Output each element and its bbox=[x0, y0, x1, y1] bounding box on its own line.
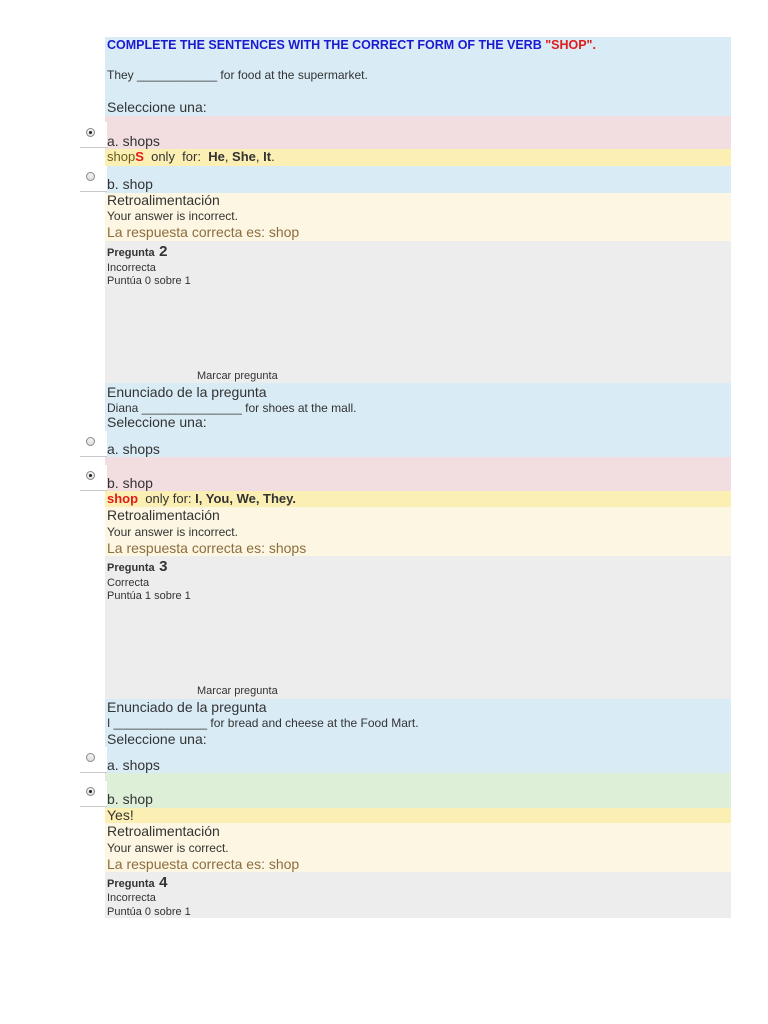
radio-checked-icon[interactable] bbox=[86, 128, 95, 137]
q4-status: Incorrecta bbox=[107, 892, 156, 904]
q3-formulation bbox=[105, 699, 731, 773]
q3-option-b-label[interactable]: b. shop bbox=[107, 791, 153, 807]
q4-number: Pregunta 4 bbox=[107, 874, 167, 892]
q1-fb-pronoun-1: He bbox=[208, 149, 225, 164]
q4-number-label: Pregunta bbox=[107, 878, 155, 890]
q1-correct-answer: La respuesta correcta es: shop bbox=[107, 224, 300, 240]
q1-option-b-row[interactable] bbox=[105, 166, 731, 193]
q2-number-label: Pregunta bbox=[107, 247, 155, 259]
q1-option-b-radio-box[interactable] bbox=[80, 166, 107, 192]
radio-checked-icon[interactable] bbox=[86, 471, 95, 480]
q2-option-b-radio-box[interactable] bbox=[80, 465, 107, 491]
q1-fb-sep-2: , bbox=[255, 149, 264, 164]
q3-statement-heading: Enunciado de la pregunta bbox=[107, 699, 267, 715]
q1-feedback-result: Your answer is incorrect. bbox=[107, 209, 238, 223]
q2-option-a-label[interactable]: a. shops bbox=[107, 441, 160, 457]
radio-unchecked-icon[interactable] bbox=[86, 437, 95, 446]
q2-fb-rest: , You, We, They. bbox=[198, 491, 297, 506]
q1-fb-suffix: S bbox=[135, 149, 144, 164]
q3-status: Correcta bbox=[107, 577, 150, 589]
q1-select-prompt: Seleccione una: bbox=[107, 99, 207, 115]
q2-option-b-row[interactable] bbox=[105, 457, 731, 491]
q1-title-text: COMPLETE THE SENTENCES WITH THE CORRECT … bbox=[107, 38, 546, 52]
q1-option-a-label[interactable]: a. shops bbox=[107, 133, 160, 149]
q2-fb-middle: only for: bbox=[138, 491, 196, 506]
q1-option-feedback-text: shopS only for: He, She, It. bbox=[107, 149, 275, 164]
q2-option-a-radio-box[interactable] bbox=[80, 431, 107, 457]
q2-sentence: Diana _______________ for shoes at the m… bbox=[107, 401, 357, 415]
q2-select-prompt: Seleccione una: bbox=[107, 414, 207, 430]
q2-status: Incorrecta bbox=[107, 262, 156, 274]
q3-flag-link[interactable]: Marcar pregunta bbox=[197, 685, 278, 697]
q2-fb-word: shop bbox=[107, 491, 139, 506]
q3-option-a-radio-box[interactable] bbox=[80, 747, 107, 773]
q2-flag-link[interactable]: Marcar pregunta bbox=[197, 370, 278, 382]
q2-option-b-label[interactable]: b. shop bbox=[107, 475, 153, 491]
q3-feedback-result: Your answer is correct. bbox=[107, 841, 229, 855]
q2-formulation bbox=[105, 383, 731, 457]
q3-option-feedback-text: Yes! bbox=[107, 807, 134, 823]
q3-score: Puntúa 1 sobre 1 bbox=[107, 590, 191, 602]
radio-checked-icon[interactable] bbox=[86, 787, 95, 796]
q1-title: COMPLETE THE SENTENCES WITH THE CORRECT … bbox=[107, 38, 596, 52]
q4-info bbox=[105, 872, 731, 918]
q4-number-value: 4 bbox=[159, 874, 168, 891]
q1-option-b-label[interactable]: b. shop bbox=[107, 176, 153, 192]
q3-option-feedback bbox=[105, 808, 731, 823]
q1-fb-pronoun-2: She bbox=[232, 149, 256, 164]
q2-score: Puntúa 0 sobre 1 bbox=[107, 275, 191, 287]
q2-info bbox=[105, 241, 731, 383]
q1-fb-sep-1: , bbox=[224, 149, 233, 164]
q2-correct-answer: La respuesta correcta es: shops bbox=[107, 540, 307, 556]
q1-fb-middle: only for: bbox=[143, 149, 209, 164]
q2-number: Pregunta 2 bbox=[107, 243, 167, 261]
q1-title-verb: "SHOP". bbox=[545, 38, 596, 52]
q3-info bbox=[105, 556, 731, 699]
q2-general-feedback bbox=[105, 507, 731, 556]
q3-number: Pregunta 3 bbox=[107, 558, 167, 576]
q3-feedback-heading: Retroalimentación bbox=[107, 823, 220, 839]
q1-fb-pronoun-3: It bbox=[263, 149, 272, 164]
q3-number-value: 3 bbox=[159, 558, 168, 575]
q3-general-feedback bbox=[105, 823, 731, 872]
q2-feedback-heading: Retroalimentación bbox=[107, 507, 220, 523]
radio-unchecked-icon[interactable] bbox=[86, 753, 95, 762]
q1-general-feedback bbox=[105, 193, 731, 241]
q3-option-b-row[interactable] bbox=[105, 773, 731, 808]
q3-sentence: I ______________ for bread and cheese at… bbox=[107, 716, 419, 730]
q1-option-a-radio-box[interactable] bbox=[80, 122, 107, 148]
q1-fb-base: shop bbox=[107, 149, 136, 164]
q3-option-b-radio-box[interactable] bbox=[80, 781, 107, 807]
q2-statement-heading: Enunciado de la pregunta bbox=[107, 384, 267, 400]
q1-option-feedback bbox=[105, 149, 731, 166]
q2-feedback-result: Your answer is incorrect. bbox=[107, 525, 238, 539]
q1-formulation bbox=[105, 37, 731, 116]
q3-select-prompt: Seleccione una: bbox=[107, 731, 207, 747]
q3-correct-answer: La respuesta correcta es: shop bbox=[107, 856, 300, 872]
q3-option-a-label[interactable]: a. shops bbox=[107, 757, 160, 773]
q1-sentence: They ____________ for food at the superm… bbox=[107, 68, 368, 82]
q2-fb-pronoun: I bbox=[195, 491, 199, 506]
q2-option-feedback bbox=[105, 491, 731, 507]
q1-feedback-heading: Retroalimentación bbox=[107, 192, 220, 208]
q1-fb-end: . bbox=[271, 149, 275, 164]
q2-number-value: 2 bbox=[159, 243, 168, 260]
q3-number-label: Pregunta bbox=[107, 562, 155, 574]
q4-score: Puntúa 0 sobre 1 bbox=[107, 906, 191, 918]
q2-option-feedback-text: shop only for: I, You, We, They. bbox=[107, 491, 296, 506]
radio-unchecked-icon[interactable] bbox=[86, 172, 95, 181]
q1-option-a-row[interactable] bbox=[105, 116, 731, 149]
